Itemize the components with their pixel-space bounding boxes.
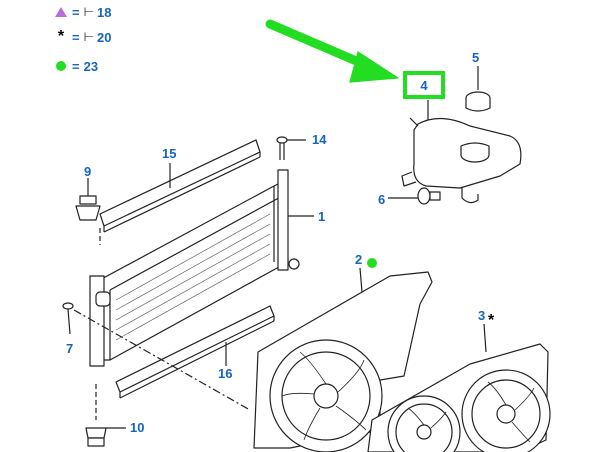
legend-equals: = — [72, 58, 80, 74]
bolt-7 — [62, 302, 74, 335]
callout-3: 3 — [478, 308, 486, 323]
seal-strip-lower — [115, 305, 275, 399]
callout-9: 9 — [84, 164, 92, 179]
highlight-arrow — [265, 19, 399, 83]
expansion-tank — [401, 100, 522, 204]
callout-16: 16 — [218, 366, 233, 381]
callout-10: 10 — [130, 420, 145, 435]
callout-7: 7 — [66, 341, 74, 356]
legend-label: 18 — [97, 4, 112, 20]
hose-fitting — [388, 187, 441, 205]
callout-14: 14 — [312, 132, 327, 147]
fan-shroud-3 — [367, 323, 551, 452]
callout-5: 5 — [472, 50, 480, 65]
radiator — [89, 169, 314, 367]
center-line — [73, 309, 251, 411]
legend-row-dot: = 23 — [54, 58, 98, 74]
triangle-icon — [54, 5, 68, 20]
legend-row-triangle: = ⊢ 18 — [54, 4, 112, 20]
mount-lower — [85, 384, 126, 447]
legend-equals: = — [72, 29, 80, 45]
legend-equals: = — [72, 4, 80, 20]
callout-2: 2 — [355, 252, 363, 267]
fan-shroud-2 — [253, 267, 433, 452]
callout-1: 1 — [318, 209, 326, 224]
legend-label: 20 — [97, 29, 112, 45]
dot-icon — [54, 59, 68, 74]
star-icon: * — [57, 28, 65, 45]
callout-4-highlight[interactable]: 4 — [403, 71, 445, 99]
star-icon: * — [488, 312, 495, 329]
callout-15: 15 — [162, 146, 177, 161]
screw-14 — [276, 136, 306, 160]
wrench-icon: ⊢ — [83, 5, 95, 19]
seal-strip-upper — [99, 139, 261, 233]
legend-row-star: * = ⊢ 20 — [54, 29, 112, 45]
legend-label: 23 — [83, 58, 99, 74]
mount-upper — [75, 178, 101, 245]
reservoir-cap — [465, 66, 491, 112]
callout-4: 4 — [420, 77, 428, 93]
wrench-icon: ⊢ — [83, 30, 95, 44]
callout-6: 6 — [378, 192, 386, 207]
dot-icon — [367, 255, 377, 273]
